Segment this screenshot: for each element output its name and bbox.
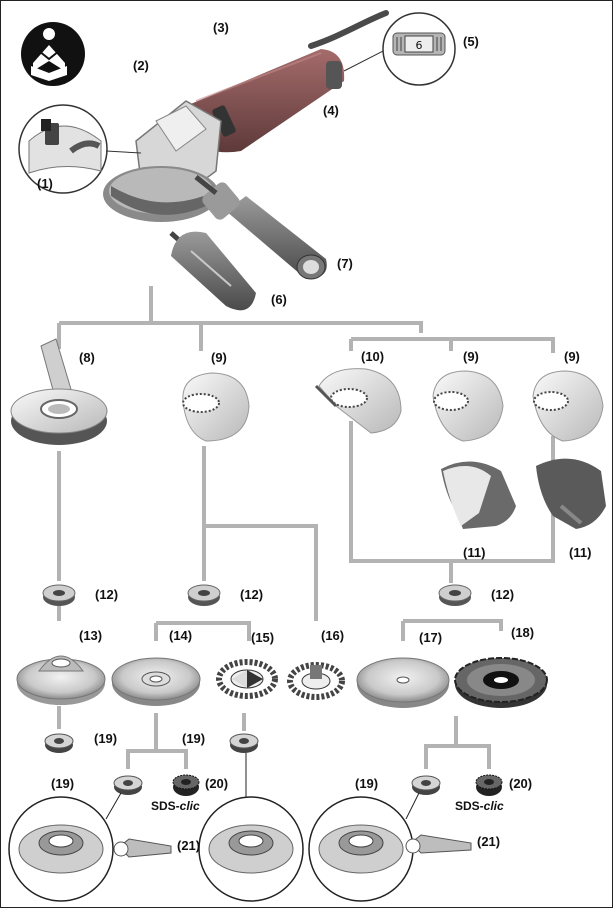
side-handle-7 <box>194 175 327 280</box>
cutting-disc-17 <box>356 657 450 708</box>
grinding-disc-14 <box>111 657 201 706</box>
speed-dial-value: 6 <box>416 39 423 52</box>
callout-12c: (12) <box>491 587 515 602</box>
callout-19a: (19) <box>94 731 118 746</box>
sds-clic-label-right: SDS-clic <box>455 799 504 813</box>
clamping-nut-19b <box>229 733 259 753</box>
clamping-nut-19c <box>113 775 143 795</box>
callout-7: (7) <box>337 256 353 271</box>
callout-19c: (19) <box>51 776 75 791</box>
callout-21a: (21) <box>177 838 201 853</box>
callout-20b: (20) <box>509 776 533 791</box>
callout-18: (18) <box>511 625 535 640</box>
callout-19d: (19) <box>355 776 379 791</box>
callout-9b: (9) <box>463 349 479 364</box>
flange-12a <box>42 584 76 606</box>
wrench-21b <box>405 834 472 854</box>
callout-9a: (9) <box>211 350 227 365</box>
speed-dial-inset: 6 <box>343 12 456 86</box>
callout-14: (14) <box>169 628 193 643</box>
callout-10: (10) <box>361 349 385 364</box>
spindle-lock-inset <box>18 104 142 194</box>
callout-9c: (9) <box>564 349 580 364</box>
clamping-nut-19d <box>411 775 441 795</box>
callout-13: (13) <box>79 628 103 643</box>
callout-12b: (12) <box>240 587 264 602</box>
callout-19b: (19) <box>182 731 206 746</box>
wire-brush-15 <box>216 659 278 699</box>
guard-9b <box>432 370 504 442</box>
callout-20a: (20) <box>205 776 229 791</box>
sds-clic-label-left: SDS-clic <box>151 799 200 813</box>
callout-16: (16) <box>321 628 345 643</box>
quick-nut-20a <box>172 774 200 796</box>
cover-11b <box>536 458 606 529</box>
callout-11b: (11) <box>569 545 592 560</box>
callout-3: (3) <box>213 20 229 35</box>
side-handle-6 <box>169 231 256 311</box>
callout-21b: (21) <box>477 834 501 849</box>
clamping-nut-19a <box>44 733 74 753</box>
quick-nut-20b <box>475 774 503 796</box>
zoom-circle-left <box>8 792 122 902</box>
zoom-circle-right <box>308 792 420 902</box>
guard-9c <box>532 370 604 442</box>
flange-12c <box>438 584 472 606</box>
flange-12b <box>187 584 221 606</box>
guard-10 <box>314 368 402 434</box>
read-manual-icon <box>21 22 85 86</box>
callout-15: (15) <box>251 630 275 645</box>
cup-wheel-13 <box>16 655 106 705</box>
callout-4: (4) <box>323 103 339 118</box>
callout-6: (6) <box>271 292 287 307</box>
callout-17: (17) <box>419 630 443 645</box>
callout-11a: (11) <box>463 545 486 560</box>
callout-1: (1) <box>37 176 53 191</box>
callout-2: (2) <box>133 58 149 73</box>
callout-12a: (12) <box>95 587 119 602</box>
cover-11a <box>441 461 516 529</box>
dust-guard-8 <box>10 338 108 445</box>
guard-9a <box>182 372 250 442</box>
diamond-disc-18 <box>454 657 548 708</box>
callout-5: (5) <box>463 34 479 49</box>
angle-grinder <box>103 10 389 222</box>
wrench-21a <box>113 838 172 858</box>
zoom-circle-mid <box>198 753 304 902</box>
wire-brush-16 <box>287 662 345 700</box>
callout-8: (8) <box>79 350 95 365</box>
